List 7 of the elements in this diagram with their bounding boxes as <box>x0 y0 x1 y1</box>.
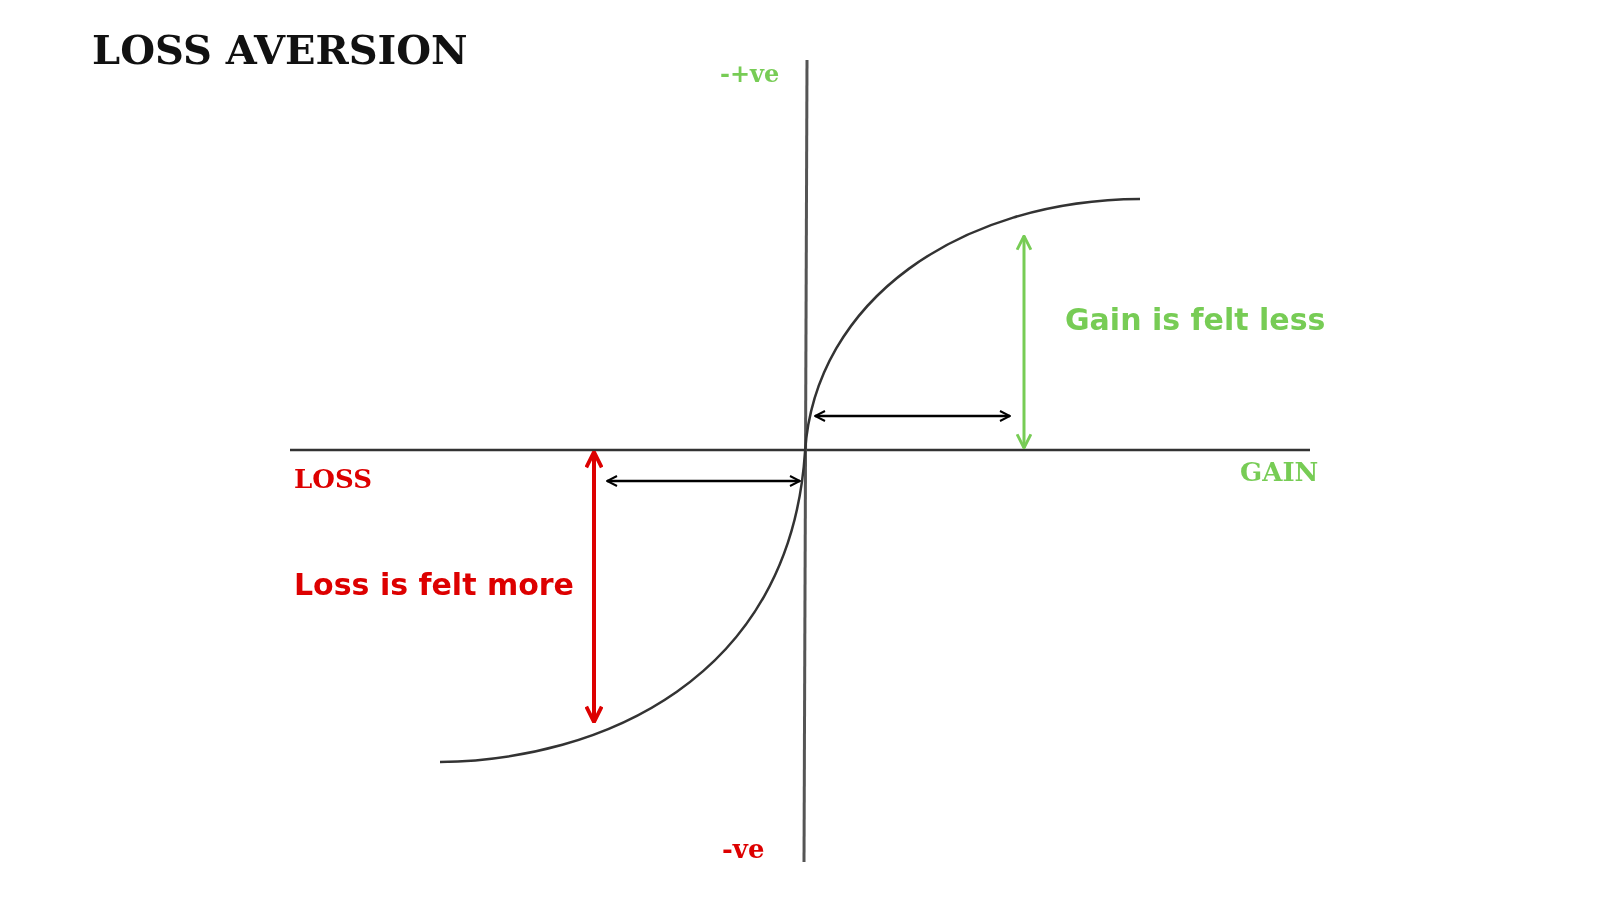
title: LOSS AVERSION <box>92 30 468 70</box>
axis-label: LOSS <box>294 466 372 492</box>
axis-label: -+ve <box>720 62 780 86</box>
axis-label: -ve <box>722 836 765 862</box>
annotation-text: Gain is felt less <box>1065 305 1326 335</box>
axis-label: GAIN <box>1240 459 1319 485</box>
annotation-text: Loss is felt more <box>294 570 574 600</box>
